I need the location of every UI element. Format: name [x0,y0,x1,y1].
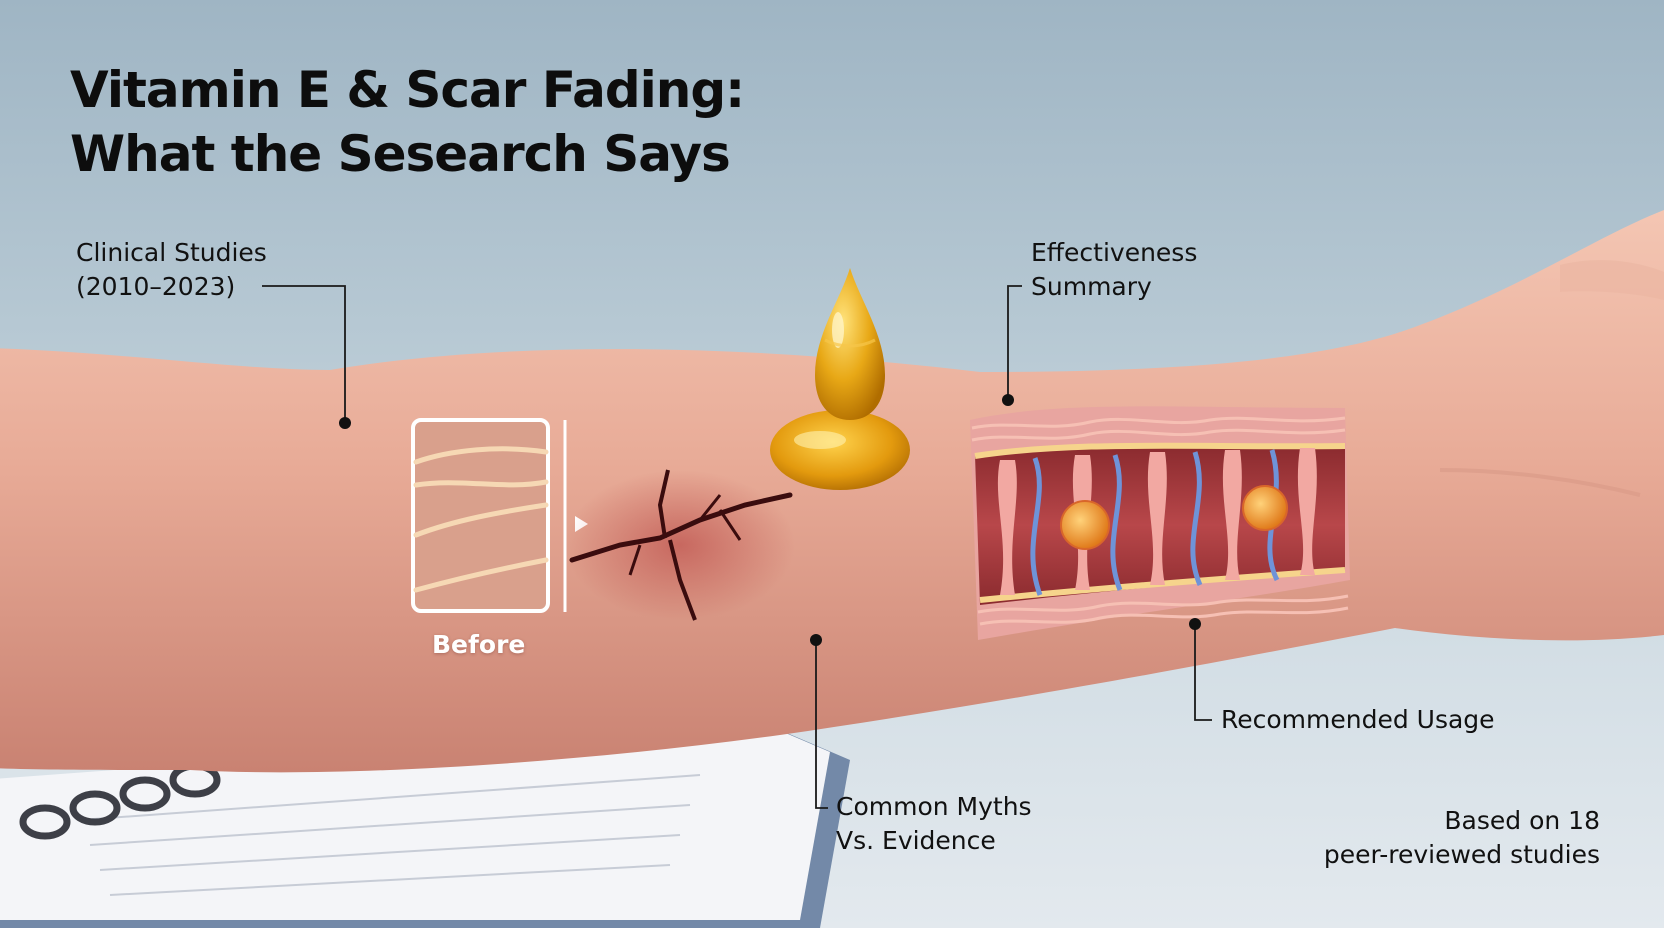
skin-cross-section-illustration [970,406,1350,640]
effectiveness-summary-callout: Effectiveness Summary [1031,236,1197,304]
myths-line-2: Vs. Evidence [836,826,996,855]
source-note-line-1: Based on 18 [1444,806,1600,835]
myths-line-1: Common Myths [836,792,1032,821]
title-line-1: Vitamin E & Scar Fading: [70,61,745,119]
myths-marker [810,634,822,646]
oil-drop-illustration [770,268,910,490]
source-note-line-2: peer-reviewed studies [1323,840,1600,869]
before-panel-illustration [411,418,588,613]
effectiveness-marker [1002,394,1014,406]
effectiveness-line-1: Effectiveness [1031,238,1198,267]
clinical-studies-line-2: (2010–2023) [76,272,236,301]
clinical-studies-line-1: Clinical Studies [76,238,267,267]
recommended-usage-marker [1189,618,1201,630]
recommended-usage-text: Recommended Usage [1221,705,1495,734]
clinical-studies-callout: Clinical Studies (2010–2023) [76,236,267,304]
recommended-usage-callout: Recommended Usage [1221,703,1495,737]
before-label: Before [432,630,526,659]
page-title: Vitamin E & Scar Fading: What the Sesear… [70,58,745,186]
arm-illustration [0,210,1664,773]
effectiveness-line-2: Summary [1031,272,1152,301]
title-line-2: What the Sesearch Says [70,125,731,183]
scar-illustration [565,469,795,621]
leader-lines [262,285,1212,809]
notebook-illustration [0,722,850,928]
source-note: Based on 18 peer-reviewed studies [1324,804,1600,872]
clinical-studies-marker [339,417,351,429]
myths-vs-evidence-callout: Common Myths Vs. Evidence [836,790,1032,858]
